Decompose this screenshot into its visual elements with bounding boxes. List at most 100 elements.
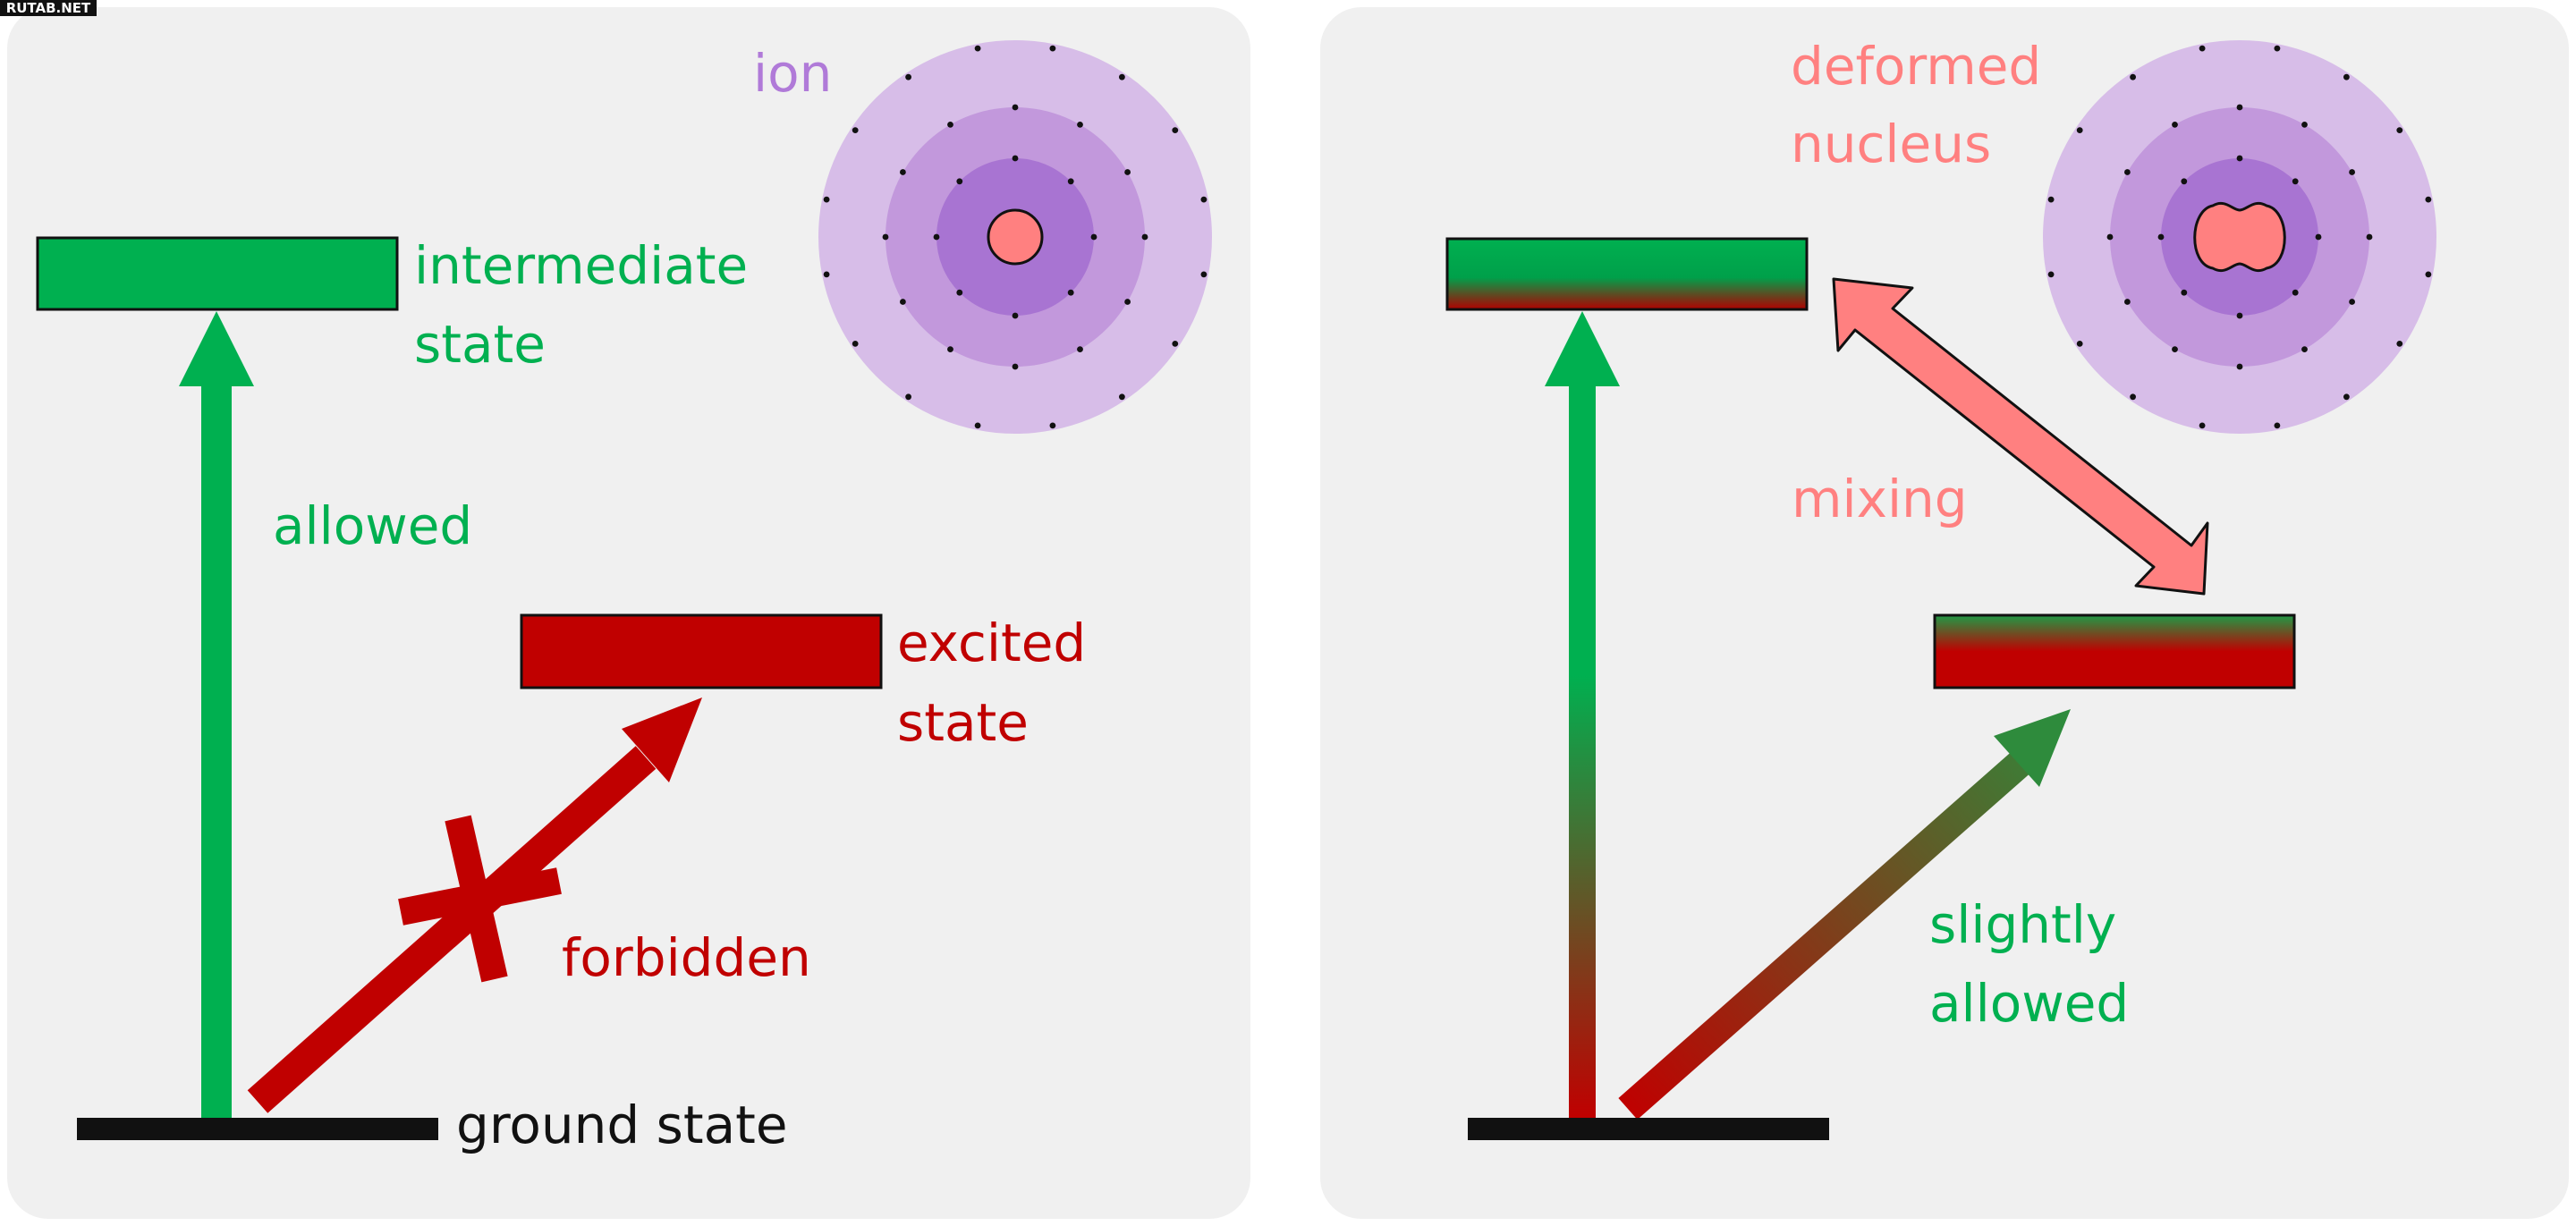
electron-dot xyxy=(2366,233,2373,241)
intermediate-state-label-line2: state xyxy=(414,314,546,375)
electron-dot xyxy=(2396,127,2403,134)
electron-dot xyxy=(905,393,911,401)
electron-dot xyxy=(2076,127,2083,134)
watermark-text: RUTAB.NET xyxy=(6,0,91,16)
electron-dots xyxy=(823,45,1208,429)
electron-dot xyxy=(900,299,906,305)
watermark-badge xyxy=(0,0,97,16)
electron-dot xyxy=(947,346,953,352)
electron-dot xyxy=(2076,341,2083,347)
electron-dot xyxy=(2172,346,2178,352)
electron-dot xyxy=(2236,363,2243,370)
electron-dot xyxy=(1012,104,1019,111)
ground-state-level xyxy=(77,1118,438,1140)
electron-dot xyxy=(900,169,906,175)
nucleus-spherical-icon xyxy=(987,208,1044,266)
excited-state-label-line1: excited xyxy=(897,613,1086,673)
electron-dot xyxy=(2199,422,2206,429)
electron-dot xyxy=(2172,122,2178,128)
electron-dot xyxy=(2349,299,2356,305)
electron-dot xyxy=(2047,196,2055,203)
electron-dot xyxy=(2181,178,2188,185)
electron-dot xyxy=(2301,122,2308,128)
electron-dot xyxy=(1067,178,1074,185)
excited-state-label-line2: state xyxy=(897,692,1029,753)
deformed-nucleus-label-line1: deformed xyxy=(1791,36,2041,97)
electron-dot xyxy=(2425,196,2432,203)
electron-dot xyxy=(1012,312,1019,319)
electron-dot xyxy=(933,233,940,241)
electron-dot xyxy=(956,178,963,185)
ground-state-label: ground state xyxy=(456,1095,788,1155)
electron-dot xyxy=(2274,45,2281,52)
electron-dot xyxy=(2106,233,2114,241)
electron-dot xyxy=(2425,271,2432,278)
mixing-label: mixing xyxy=(1792,469,1968,529)
electron-dot xyxy=(1200,196,1208,203)
ion-label: ion xyxy=(753,43,832,104)
slightly-allowed-label-line1: slightly xyxy=(1929,894,2116,955)
electron-dot xyxy=(947,122,953,128)
electron-dot xyxy=(2236,312,2243,319)
electron-dot xyxy=(823,196,830,203)
electron-dot xyxy=(2292,178,2299,185)
electron-dot xyxy=(852,127,859,134)
electron-dot xyxy=(1119,73,1125,80)
electron-dot xyxy=(2157,233,2165,241)
electron-dot xyxy=(974,422,981,429)
electron-dot xyxy=(2315,233,2322,241)
allowed-label: allowed xyxy=(273,495,472,556)
electron-dot xyxy=(2199,45,2206,52)
electron-dot xyxy=(2236,104,2243,111)
electron-dot xyxy=(882,233,889,241)
forbidden-transition-arrow xyxy=(247,698,702,1113)
mixed-intermediate-state-level xyxy=(1445,237,1809,311)
right-ground-state-level xyxy=(1468,1118,1829,1140)
electron-dot xyxy=(905,73,911,80)
electron-dot xyxy=(2274,422,2281,429)
electron-dot xyxy=(1067,289,1074,296)
electron-dot xyxy=(1119,393,1125,401)
electron-dot xyxy=(2343,393,2350,401)
mixing-double-arrow xyxy=(1832,277,2209,596)
electron-dot xyxy=(2236,155,2243,162)
electron-dot xyxy=(956,289,963,296)
deformed-nucleus-label-line2: nucleus xyxy=(1791,114,1991,174)
intermediate-state-label-line1: intermediate xyxy=(414,235,748,296)
deformed-ion-atom-icon xyxy=(2043,40,2436,434)
electron-dot xyxy=(2349,169,2356,175)
electron-dot xyxy=(2181,289,2188,296)
allowed-transition-arrow xyxy=(179,311,254,1118)
electron-dot xyxy=(1172,341,1179,347)
electron-dot xyxy=(1124,299,1131,305)
ion-atom-icon xyxy=(818,40,1212,434)
excited-state-level xyxy=(520,613,883,689)
electron-dot xyxy=(2301,346,2308,352)
electron-dot xyxy=(823,271,830,278)
mixed-excited-state-level xyxy=(1933,613,2296,689)
electron-dot xyxy=(2124,169,2131,175)
electron-dot xyxy=(974,45,981,52)
electron-dots xyxy=(2047,45,2432,429)
electron-dot xyxy=(1141,233,1148,241)
electron-dot xyxy=(1012,363,1019,370)
electron-dot xyxy=(1172,127,1179,134)
slightly-allowed-label-line2: allowed xyxy=(1929,973,2129,1034)
electron-dot xyxy=(2292,289,2299,296)
electron-dot xyxy=(2130,393,2137,401)
electron-dot xyxy=(1049,422,1056,429)
electron-dot xyxy=(1200,271,1208,278)
deformed-nucleus-icon xyxy=(2193,201,2286,273)
forbidden-cross-icon xyxy=(398,815,562,983)
electron-dot xyxy=(1090,233,1097,241)
electron-dot xyxy=(1077,122,1083,128)
forbidden-label: forbidden xyxy=(562,927,811,988)
electron-dot xyxy=(2130,73,2137,80)
slightly-allowed-transition-arrow xyxy=(1618,709,2071,1120)
electron-dot xyxy=(852,341,859,347)
electron-dot xyxy=(1012,155,1019,162)
gradient-transition-arrow xyxy=(1545,311,1620,1118)
electron-dot xyxy=(1077,346,1083,352)
electron-dot xyxy=(2343,73,2350,80)
